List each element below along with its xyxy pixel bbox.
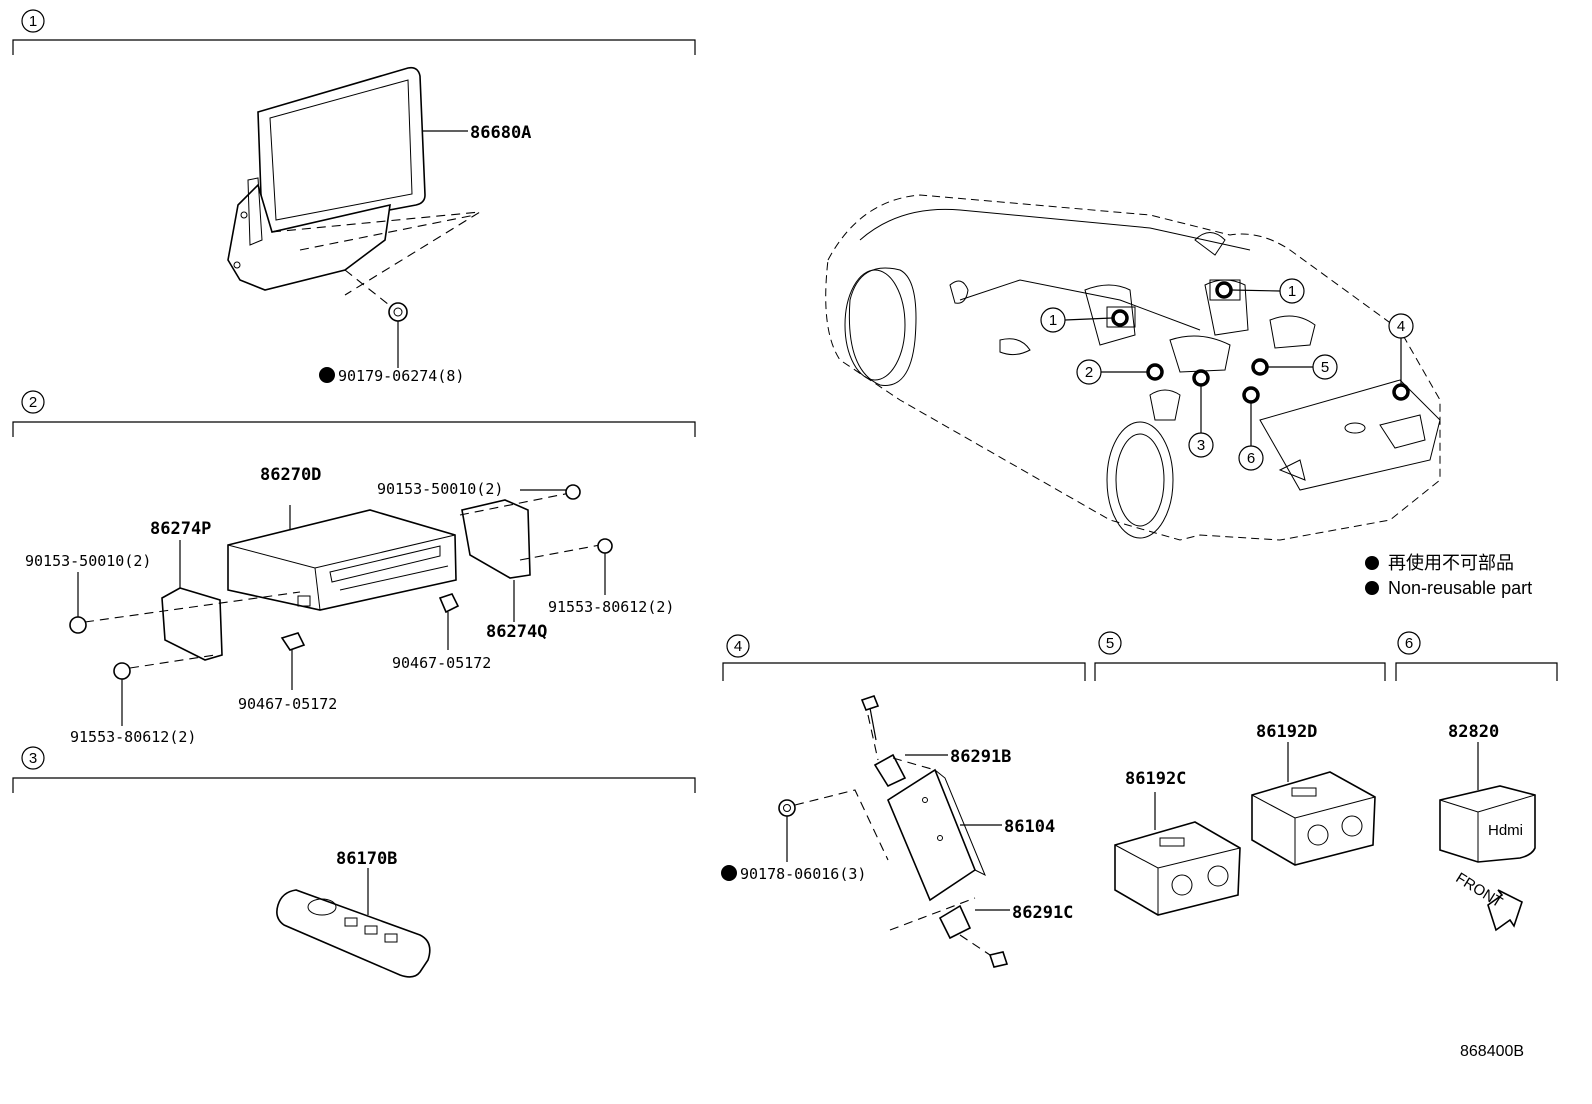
car-callout-2: 2 (1076, 359, 1164, 385)
display-screw (388, 302, 408, 368)
jack-d (1251, 771, 1376, 866)
legend-english: Non-reusable part (1388, 578, 1532, 598)
module-nut (778, 789, 889, 862)
top-bolt (860, 695, 880, 741)
label-bracket-left: 86274P (150, 519, 211, 539)
hdmi-label: Hdmi (1488, 822, 1523, 839)
label-clip-center: 90467-05172 (238, 695, 337, 713)
label-remote: 86170B (336, 849, 397, 869)
bracket-right (459, 492, 601, 579)
svg-text:4: 4 (1397, 318, 1405, 335)
player-unit (227, 509, 457, 611)
figure-code: 868400B (1460, 1043, 1524, 1060)
jack-c (1114, 821, 1241, 916)
label-player: 86270D (260, 465, 321, 485)
section-4-header: 4 (722, 634, 1086, 681)
label-jack-c: 86192C (1125, 769, 1186, 789)
bottom-bolt (988, 951, 1009, 968)
label-bolt-left: 91553-80612(2) (70, 728, 196, 746)
section-6-header: 6 (1395, 631, 1558, 681)
clip-center (280, 632, 306, 690)
label-box: 86104 (1004, 817, 1055, 837)
bracket-c (889, 897, 991, 956)
legend-chinese: 再使用不可部品 (1388, 553, 1514, 573)
section-2-header: 2 (12, 390, 696, 437)
bracket-left (84, 587, 301, 669)
svg-text:5: 5 (1321, 359, 1329, 376)
remote-control (276, 889, 431, 978)
bolt-left (113, 662, 131, 726)
svg-text:3: 3 (1197, 437, 1205, 454)
svg-text:2: 2 (29, 394, 37, 411)
car-callout-3: 3 (1188, 369, 1214, 458)
car-callout-1b: 1 (1209, 278, 1305, 304)
label-screw-top: 90153-50010(2) (377, 480, 503, 498)
label-jack-d: 86192D (1256, 722, 1317, 742)
label-bracket-b: 86291B (950, 747, 1011, 767)
svg-text:6: 6 (1405, 635, 1413, 652)
car-callout-4: 4 (1388, 313, 1414, 401)
section-5-header: 5 (1094, 631, 1386, 681)
label-clip-right: 90467-05172 (392, 654, 491, 672)
svg-text:4: 4 (734, 638, 742, 655)
svg-text:2: 2 (1085, 364, 1093, 381)
svg-text:1: 1 (1288, 283, 1296, 300)
label-bolt-right: 91553-80612(2) (548, 598, 674, 616)
section-1-header: 1 (12, 9, 696, 55)
label-display: 86680A (470, 123, 531, 143)
label-nut: 90178-06016(3) (740, 865, 866, 883)
legend-dot-en (1365, 581, 1379, 595)
label-screw-left: 90153-50010(2) (25, 552, 151, 570)
clip-right (438, 593, 460, 650)
svg-text:1: 1 (29, 13, 37, 30)
car-callout-6: 6 (1238, 386, 1264, 471)
car-callout-5: 5 (1251, 354, 1338, 380)
label-display-screw: 90179-06274(8) (338, 367, 464, 385)
display-unit (227, 66, 481, 313)
car-overview (825, 194, 1441, 541)
label-bracket-c: 86291C (1012, 903, 1073, 923)
legend: 再使用不可部品 Non-reusable part (1365, 553, 1532, 598)
legend-dot-cn (1365, 556, 1379, 570)
svg-text:1: 1 (1049, 312, 1057, 329)
screw-left (69, 572, 87, 634)
section-3-header: 3 (12, 746, 696, 793)
bolt-right (597, 538, 613, 595)
front-arrow-icon (1487, 889, 1523, 932)
hdmi-port: Hdmi (1439, 785, 1536, 863)
non-reusable-dot (721, 865, 737, 881)
label-hdmi: 82820 (1448, 722, 1499, 742)
module-box (887, 768, 986, 902)
non-reusable-dot (319, 367, 335, 383)
screw-top (520, 484, 581, 500)
svg-text:3: 3 (29, 750, 37, 767)
svg-text:6: 6 (1247, 450, 1255, 467)
bracket-b (867, 714, 936, 788)
svg-text:5: 5 (1106, 635, 1114, 652)
label-bracket-right: 86274Q (486, 622, 547, 642)
car-callout-1a: 1 (1040, 306, 1136, 333)
